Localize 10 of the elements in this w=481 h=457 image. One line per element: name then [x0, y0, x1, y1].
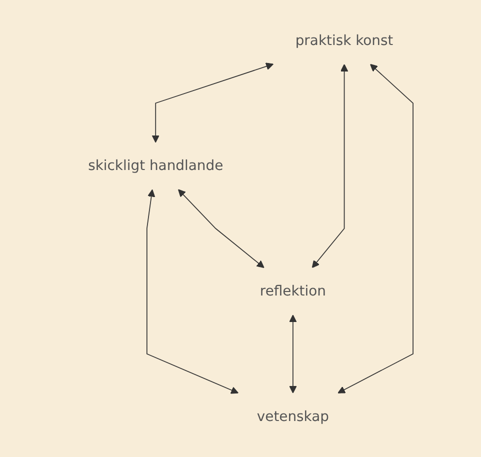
node-text: reflektion: [260, 282, 326, 299]
arrow: [152, 62, 274, 143]
arrow: [178, 189, 264, 268]
node-text: vetenskap: [256, 408, 329, 424]
arrow: [337, 64, 414, 394]
node-text: skickligt handlande: [88, 157, 223, 174]
arrow: [146, 189, 238, 394]
node-text: praktisk konst: [295, 32, 394, 48]
arrow: [312, 64, 348, 268]
arrow: [288, 314, 297, 394]
